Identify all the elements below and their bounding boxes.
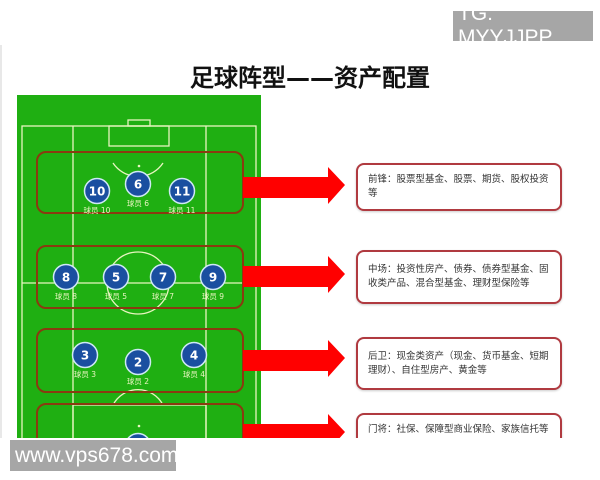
player-10: 10 球员 10 [83,177,111,215]
player-3: 3 球员 3 [71,341,99,379]
info-box-midfield: 中场：投资性房产、债券、债券型基金、固收类产品、混合型基金、理财型保险等 [356,250,562,304]
arrows [243,167,345,440]
player-circle [83,177,111,205]
arrow-goalkeeper [243,414,345,440]
player-number: 2 [134,356,142,370]
player-label: 球员 8 [55,291,77,301]
info-text: 门将：社保、保障型商业保险、家族信托等 [368,424,549,435]
player-number: 8 [62,271,70,285]
player-2: 2 球员 2 [124,348,152,386]
player-8: 8 球员 8 [52,263,80,301]
player-number: 7 [159,271,167,285]
info-text: 中场：投资性房产、债券、债券型基金、固收类产品、混合型基金、理财型保险等 [368,264,549,289]
player-circle [180,341,208,369]
page-edge [0,45,2,445]
player-number: 9 [209,271,217,285]
info-box-defense: 后卫：现金类资产（现金、货币基金、短期理财）、自住型房产、黄金等 [356,337,562,390]
player-9: 9 球员 9 [199,263,227,301]
player-number: 5 [112,271,120,285]
player-5: 5 球员 5 [102,263,130,301]
arrow-defense [243,340,345,377]
page-title: 足球阵型——资产配置 [190,64,430,92]
player-circle [199,263,227,291]
watermark-bottom: www.vps678.com [10,440,178,471]
player-circle [124,348,152,376]
info-box-forwards: 前锋：股票型基金、股票、期货、股权投资等 [356,163,562,211]
player-goalkeeper [127,432,149,438]
player-label: 球员 6 [127,198,149,208]
player-label: 球员 2 [127,376,149,386]
player-label: 球员 3 [74,369,96,379]
player-label: 球员 9 [202,291,224,301]
player-number: 11 [174,185,191,199]
arrow-midfield [243,256,345,293]
player-circle [149,263,177,291]
player-6: 6 球员 6 [124,170,152,208]
player-circle [71,341,99,369]
arrow-forwards [243,167,345,204]
info-text: 前锋：股票型基金、股票、期货、股权投资等 [368,174,549,199]
player-label: 球员 11 [169,205,196,215]
player-number: 3 [81,349,89,363]
player-circle [102,263,130,291]
player-circle [168,177,196,205]
player-label: 球员 7 [152,291,174,301]
player-11: 11 球员 11 [168,177,196,215]
player-4: 4 球员 4 [180,341,208,379]
player-label: 球员 10 [84,205,111,215]
player-number: 4 [190,349,198,363]
football-pitch: 10 球员 10 6 球员 6 11 球员 11 8 球员 8 5 球员 5 7 球员 7 9 球员 9 3… [17,95,345,440]
watermark-top: TG: MYYJJPP [453,2,593,49]
player-circle [52,263,80,291]
player-number: 6 [134,178,142,192]
player-7: 7 球员 7 [149,263,177,301]
player-label: 球员 5 [105,291,127,301]
player-circle [124,170,152,198]
player-label: 球员 4 [183,369,205,379]
player-number: 10 [89,185,106,199]
info-text: 后卫：现金类资产（现金、货币基金、短期理财）、自住型房产、黄金等 [368,350,549,376]
